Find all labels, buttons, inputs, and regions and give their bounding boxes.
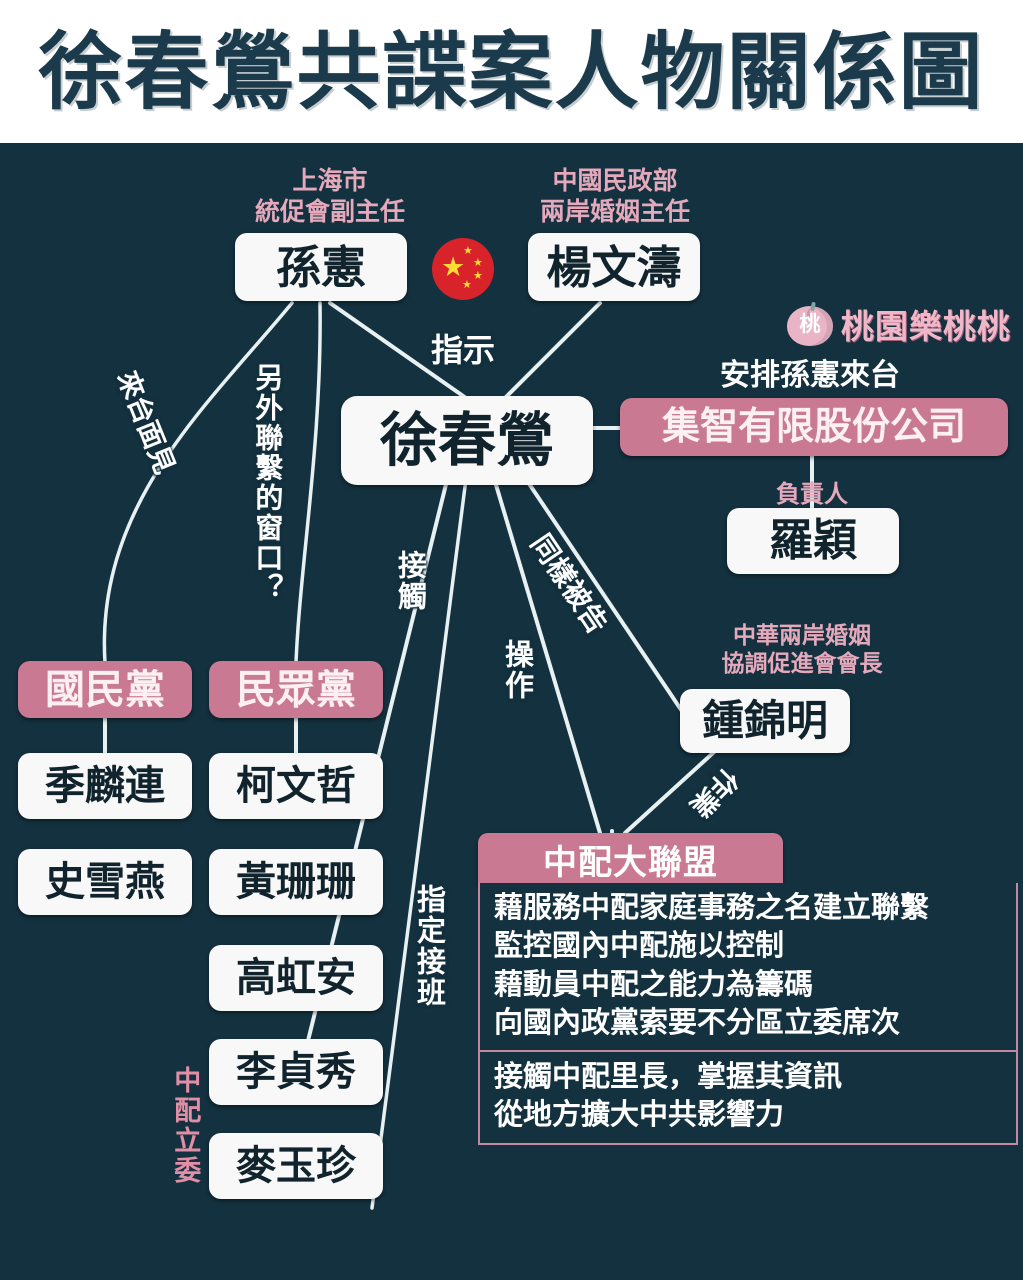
alliance-section: 接觸中配里長，掌握其資訊 從地方擴大中共影響力 xyxy=(480,1050,1016,1143)
edge-label-ling-wai-lianxi: 另外聯繫的窗口？ xyxy=(252,363,284,603)
node-mai-yuzhen[interactable]: 麥玉珍 xyxy=(209,1133,383,1199)
node-ji-linlian[interactable]: 季麟連 xyxy=(18,753,192,819)
brand-logo: 桃 桃園樂桃桃 xyxy=(787,300,1011,348)
caption-sun-xian: 上海市 統促會副主任 xyxy=(254,167,405,226)
edge-label-zhongpei-liwei: 中配立委 xyxy=(170,1065,201,1186)
alliance-line: 接觸中配里長，掌握其資訊 xyxy=(494,1061,843,1094)
brand-name: 桃園樂桃桃 xyxy=(841,308,1011,345)
node-shi-xueyan[interactable]: 史雪燕 xyxy=(18,849,192,915)
node-sun-xian[interactable]: 孫憲 xyxy=(235,233,407,301)
edge-label-zhiding-jieban: 指定接班 xyxy=(412,884,445,1008)
caption-luo-ying: 負責人 xyxy=(776,481,848,508)
alliance-body: 藉服務中配家庭事務之名建立聯繫 監控國內中配施以控制 藉動員中配之能力為籌碼 向… xyxy=(478,883,1018,1145)
node-ko-wenje[interactable]: 柯文哲 xyxy=(209,753,383,819)
node-jizhi-company[interactable]: 集智有限股份公司 xyxy=(620,398,1008,456)
edge-label-zhishi: 指示 xyxy=(431,332,496,368)
caption-zhong-jinming: 中華兩岸婚姻 協調促進會會長 xyxy=(721,622,883,677)
node-zhong-jinming[interactable]: 鍾錦明 xyxy=(680,689,850,753)
alliance-line: 向國內政黨索要不分區立委席次 xyxy=(494,1006,901,1039)
node-huang-shanshan[interactable]: 黃珊珊 xyxy=(209,849,383,915)
edge-label-caozuo: 操作 xyxy=(500,639,533,701)
page-title: 徐春鶯共諜案人物關係圖 xyxy=(38,24,985,119)
title-band: 徐春鶯共諜案人物關係圖 xyxy=(0,0,1023,143)
peach-icon-glyph: 桃 xyxy=(799,313,821,336)
caption-jizhi-company: 安排孫憲來台 xyxy=(720,359,900,392)
alliance-section: 藉服務中配家庭事務之名建立聯繫 監控國內中配施以控制 藉動員中配之能力為籌碼 向… xyxy=(480,883,1016,1050)
edge-label-jiechu: 接觸 xyxy=(393,550,426,612)
node-luo-ying[interactable]: 羅穎 xyxy=(727,508,899,574)
alliance-title[interactable]: 中配大聯盟 xyxy=(478,833,783,885)
diagram-canvas: 桃 桃園樂桃桃 ★ ★ ★ ★ ★ 上海市 統促會副主任 中國民政部 兩岸婚姻主… xyxy=(0,143,1023,1280)
node-tpp[interactable]: 民眾黨 xyxy=(209,661,383,718)
node-li-zhenxiu[interactable]: 李貞秀 xyxy=(209,1039,383,1105)
peach-icon: 桃 xyxy=(787,301,833,346)
node-xu-chunying[interactable]: 徐春鶯 xyxy=(341,396,593,485)
alliance-line: 藉服務中配家庭事務之名建立聯繫 xyxy=(494,892,930,924)
alliance-line: 監控國內中配施以控制 xyxy=(494,930,785,963)
node-yang-wentao[interactable]: 楊文濤 xyxy=(528,233,700,301)
china-flag-icon: ★ ★ ★ ★ ★ xyxy=(432,238,494,300)
alliance-line: 從地方擴大中共影響力 xyxy=(494,1099,785,1132)
caption-yang-wentao: 中國民政部 兩岸婚姻主任 xyxy=(539,167,690,226)
alliance-line: 藉動員中配之能力為籌碼 xyxy=(494,968,814,1001)
node-kao-hungan[interactable]: 高虹安 xyxy=(209,945,383,1011)
node-kmt[interactable]: 國民黨 xyxy=(18,661,192,718)
